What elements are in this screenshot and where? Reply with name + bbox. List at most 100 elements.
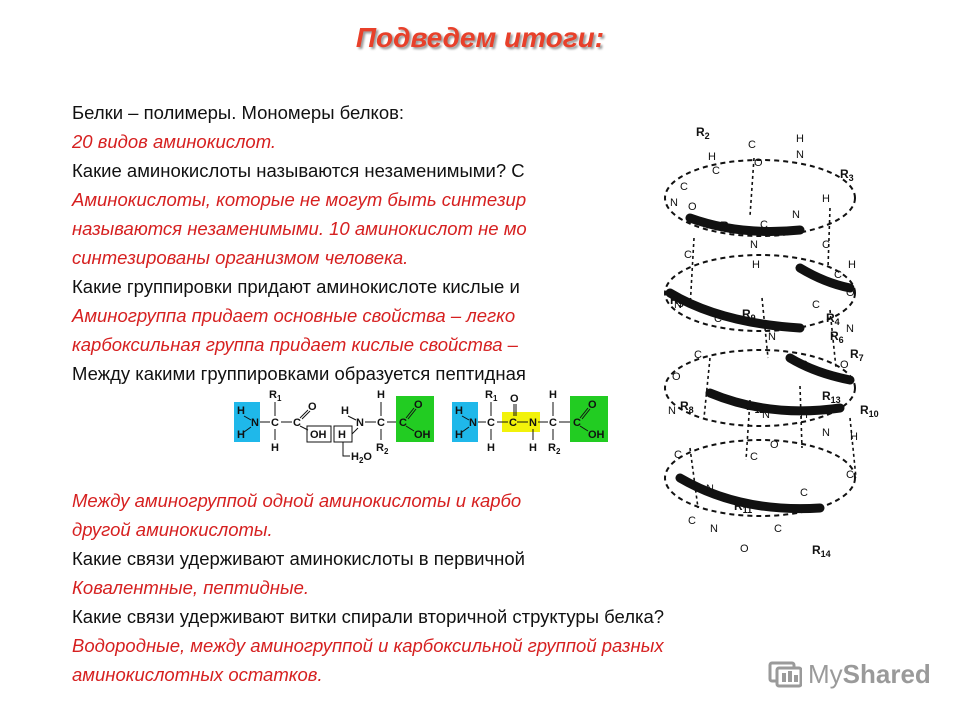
question-line: Какие группировки придают аминокислоте к…	[72, 276, 520, 297]
atom-o: O	[588, 399, 597, 411]
helix-atom: H	[752, 259, 760, 271]
helix-label-r4: R4	[826, 311, 840, 327]
helix-atom: H	[800, 409, 808, 421]
helix-atom: N	[792, 209, 800, 221]
carboxyl-group-highlight-1	[396, 396, 434, 442]
question-line: Белки – полимеры. Мономеры белков:	[72, 102, 405, 123]
helix-atom: N	[822, 427, 830, 439]
helix-label-r9: R9	[742, 307, 756, 323]
amino-group-highlight-1	[234, 402, 260, 442]
atom-h: H	[271, 442, 279, 454]
question-line: Между какими группировками образуется пе…	[72, 363, 526, 384]
watermark: MyShared	[768, 654, 931, 694]
helix-atom: O	[770, 439, 779, 451]
helix-atom: N	[706, 483, 714, 495]
atom-o: O	[414, 399, 423, 411]
helix-atom: N	[750, 239, 758, 251]
answer-line: Аминокислоты, которые не могут быть синт…	[72, 189, 527, 210]
atom-h: H	[529, 442, 537, 454]
question-line: Какие аминокислоты называются незаменимы…	[72, 160, 525, 181]
helix-atom: C	[694, 349, 702, 361]
atom-oh: OH	[588, 429, 605, 441]
answer-line: Аминогруппа придает основные свойства – …	[72, 305, 516, 326]
amino-group-highlight-2	[452, 402, 478, 442]
atom-c: C	[377, 417, 385, 429]
radical-r2: R2	[376, 442, 389, 456]
myshared-logo-icon	[768, 661, 802, 688]
leaving-oh-box	[306, 425, 332, 443]
helix-atom: H	[850, 431, 858, 443]
helix-atom: C	[774, 523, 782, 535]
atom-n: N	[251, 417, 259, 429]
radical-r1: R1	[485, 389, 498, 403]
atom-h: H	[237, 429, 245, 441]
atom-c: C	[293, 417, 301, 429]
helix-atom: C	[750, 451, 758, 463]
watermark-brand: MyShared	[808, 658, 931, 689]
answer-line: Ковалентные, пептидные.	[72, 577, 309, 598]
helix-label-r14: R14	[812, 543, 831, 558]
helix-atom: N	[668, 405, 676, 417]
helix-label-r1: R1	[720, 219, 734, 235]
helix-atom: C	[800, 359, 808, 371]
helix-atom: H	[822, 193, 830, 205]
helix-label-r13: R13	[822, 389, 841, 405]
answer-line: 20 видов аминокислот.	[72, 131, 277, 152]
atom-o: O	[510, 393, 519, 405]
qa-block-bottom: Между аминогруппой одной аминокислоты и …	[72, 486, 892, 689]
helix-atom: N	[846, 323, 854, 335]
question-line: Какие связи удерживают витки спирали вто…	[72, 606, 665, 627]
helix-atom: N	[710, 523, 718, 535]
atom-oh: OH	[414, 429, 431, 441]
helix-atom: H	[848, 259, 856, 271]
slide-title: Подведем итоги:	[355, 22, 605, 53]
atom-h: H	[455, 405, 463, 417]
answer-line: называются незаменимыми. 10 аминокислот …	[72, 218, 527, 239]
helix-atom: N	[768, 331, 776, 343]
helix-atom: C	[714, 313, 722, 325]
atom-n: N	[356, 417, 364, 429]
helix-atom: O	[740, 543, 749, 555]
atom-c: C	[509, 417, 517, 429]
carboxyl-group-highlight-2	[570, 396, 608, 442]
helix-atom: C	[748, 139, 756, 151]
helix-atom: C	[846, 469, 854, 481]
atom-h: H	[377, 389, 385, 401]
helix-atom: O	[672, 371, 681, 383]
answer-line: другой аминокислоты.	[72, 519, 273, 540]
helix-atom: C	[834, 269, 842, 281]
helix-label-r2: R2	[696, 125, 710, 141]
radical-r1: R1	[269, 389, 282, 403]
helix-label-r6: R6	[830, 329, 844, 345]
summary-text: Белки – полимеры. Мономеры белков: 20 вид…	[72, 98, 892, 689]
alpha-helix-diagram: H C C O H N C N O C N H C C N H H C N C …	[650, 118, 880, 558]
helix-atom: N	[796, 149, 804, 161]
helix-atom: O	[840, 359, 849, 371]
helix-atom: O	[846, 287, 855, 299]
atom-n: N	[469, 417, 477, 429]
atom-oh: OH	[310, 429, 327, 441]
helix-label-r3: R3	[840, 167, 854, 183]
helix-atom: C	[760, 219, 768, 231]
atom-o: O	[308, 401, 317, 413]
helix-atom: C	[688, 515, 696, 527]
helix-label-r5: R5	[670, 293, 684, 309]
helix-atom: C	[674, 449, 682, 461]
atom-h: H	[341, 405, 349, 417]
atom-h: H	[237, 405, 245, 417]
atom-c: C	[399, 417, 407, 429]
peptide-bond-formula: H H N C R1 H C O OH H N H H2O C H R2 C O…	[234, 389, 608, 465]
helix-label-r10: R10	[860, 403, 879, 419]
helix-atom: H	[708, 151, 716, 163]
helix-atom: N	[762, 409, 770, 421]
water-label: H2O	[351, 451, 372, 465]
atom-h: H	[487, 442, 495, 454]
atom-h: H	[338, 429, 346, 441]
helix-atom: C	[680, 181, 688, 193]
qa-block-top: Белки – полимеры. Мономеры белков: 20 вид…	[72, 98, 892, 388]
answer-line: карбоксильная группа придает кислые свой…	[72, 334, 518, 355]
radical-r2: R2	[548, 442, 561, 456]
helix-atom: N	[674, 299, 682, 311]
atom-n: N	[529, 417, 537, 429]
